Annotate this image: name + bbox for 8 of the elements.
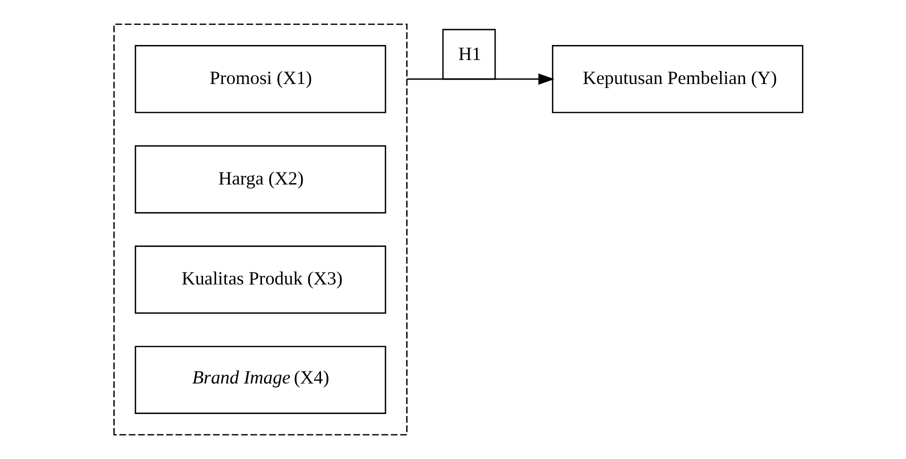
cluster	[113, 24, 408, 436]
edge-label: H1	[458, 44, 482, 65]
node-box: Harga (X2)	[134, 145, 386, 214]
node-box: Kualitas Produk (X3)	[134, 246, 386, 314]
node-box: Promosi (X1)	[134, 44, 386, 114]
arrow	[406, 73, 554, 85]
node-box: Keputusan Pembelian (Y)	[552, 44, 804, 114]
node-box: Brand Image (X4)	[134, 346, 386, 414]
